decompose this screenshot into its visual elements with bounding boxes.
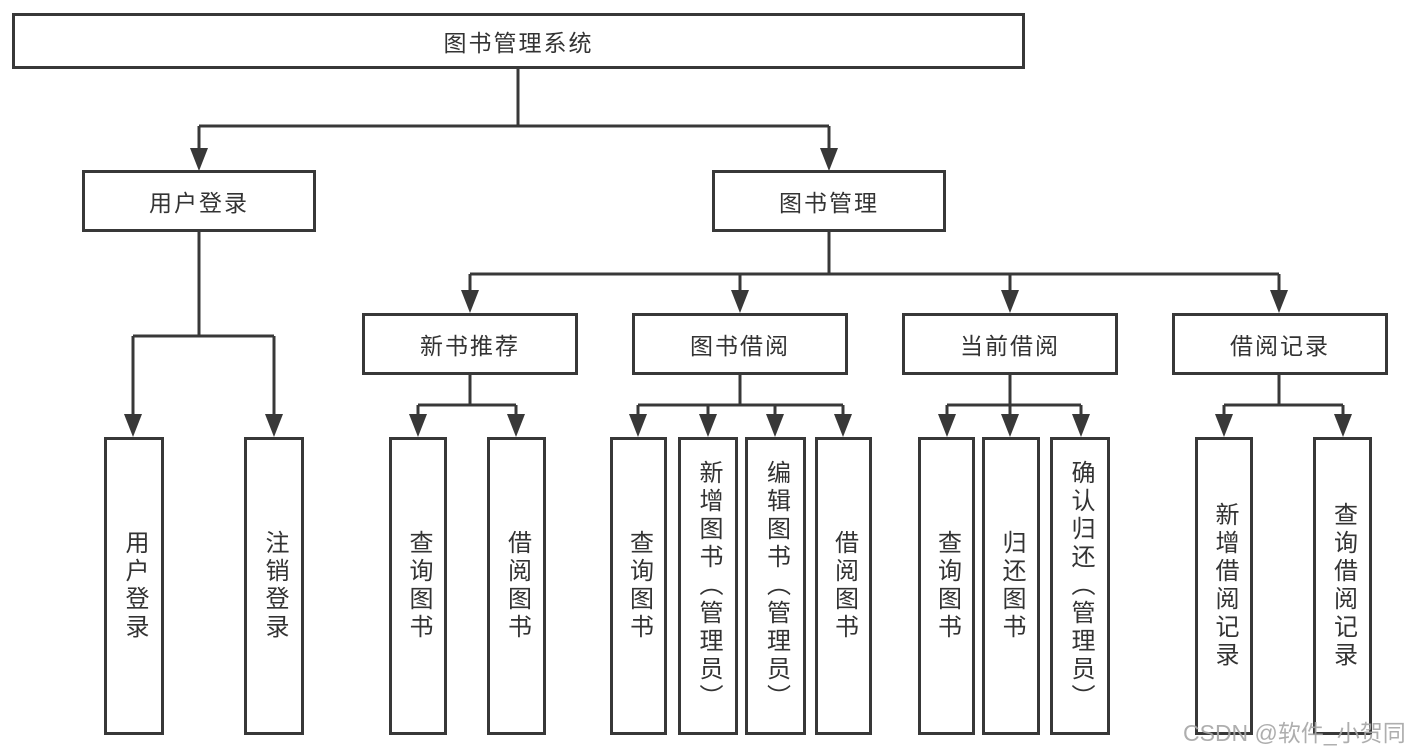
arrowhead-icon [938, 414, 956, 437]
leaf-records-query-record: 查询借阅记录 [1313, 437, 1372, 735]
leaf-records-add-record: 新增借阅记录 [1195, 437, 1253, 735]
node-book-borrow-label: 图书借阅 [690, 333, 790, 359]
node-new-book-recommend: 新书推荐 [362, 313, 578, 375]
leaf-user-login-label: 用户登录 [121, 530, 148, 642]
node-root-label: 图书管理系统 [443, 30, 594, 56]
node-root-system: 图书管理系统 [12, 13, 1025, 69]
arrowhead-icon [834, 414, 852, 437]
arrowhead-icon [1215, 414, 1233, 437]
node-current-borrow: 当前借阅 [902, 313, 1118, 375]
leaf-current-confirm-return-admin: 确认归还（管理员） [1050, 437, 1110, 735]
arrowhead-icon [507, 414, 525, 437]
leaf-current-confirm-return-admin-label: 确认归还（管理员） [1067, 460, 1094, 712]
node-new-book-recommend-label: 新书推荐 [420, 333, 520, 359]
node-borrow-records-label: 借阅记录 [1230, 333, 1330, 359]
node-borrow-records: 借阅记录 [1172, 313, 1388, 375]
csdn-watermark: CSDN @软件_小贺同学 [1183, 720, 1405, 746]
arrowhead-icon [124, 414, 142, 437]
leaf-borrow-query-books: 查询图书 [610, 437, 667, 735]
connector-path [131, 69, 1345, 420]
leaf-current-query-books-label: 查询图书 [933, 530, 961, 642]
arrowhead-icon [731, 290, 749, 313]
arrowhead-icon [1001, 290, 1019, 313]
leaf-borrow-add-books-admin: 新增图书（管理员） [678, 437, 738, 735]
arrowhead-icon [1072, 414, 1090, 437]
leaf-borrow-borrow-books: 借阅图书 [815, 437, 872, 735]
arrowhead-icon [265, 414, 283, 437]
leaf-borrow-edit-books-admin-label: 编辑图书（管理员） [762, 460, 790, 712]
leaf-records-add-record-label: 新增借阅记录 [1211, 502, 1238, 670]
arrowhead-icon [1270, 290, 1288, 313]
leaf-borrow-borrow-books-label: 借阅图书 [830, 530, 858, 642]
leaf-newrec-query-books-label: 查询图书 [405, 530, 432, 642]
arrowhead-icon [1334, 414, 1352, 437]
node-user-login: 用户登录 [82, 170, 316, 232]
arrowhead-icon [629, 414, 647, 437]
arrowhead-icon [1001, 414, 1019, 437]
leaf-newrec-query-books: 查询图书 [389, 437, 447, 735]
leaf-current-return-books-label: 归还图书 [998, 530, 1025, 642]
leaf-newrec-borrow-books: 借阅图书 [487, 437, 546, 735]
arrowhead-icon [820, 148, 838, 171]
leaf-newrec-borrow-books-label: 借阅图书 [503, 530, 531, 642]
leaf-current-query-books: 查询图书 [918, 437, 975, 735]
leaf-records-query-record-label: 查询借阅记录 [1329, 502, 1357, 670]
leaf-logout: 注销登录 [244, 437, 304, 735]
leaf-logout-label: 注销登录 [261, 530, 288, 642]
node-current-borrow-label: 当前借阅 [960, 333, 1060, 359]
node-book-management-label: 图书管理 [779, 190, 879, 216]
arrowhead-icon [461, 290, 479, 313]
leaf-current-return-books: 归还图书 [982, 437, 1040, 735]
node-user-login-label: 用户登录 [149, 190, 249, 216]
leaf-user-login: 用户登录 [104, 437, 164, 735]
leaf-borrow-add-books-admin-label: 新增图书（管理员） [695, 460, 722, 712]
leaf-borrow-query-books-label: 查询图书 [625, 530, 653, 642]
node-book-borrow: 图书借阅 [632, 313, 848, 375]
leaf-borrow-edit-books-admin: 编辑图书（管理员） [745, 437, 806, 735]
arrowhead-icon [190, 148, 208, 171]
arrowhead-icon [409, 414, 427, 437]
arrowhead-icon [699, 414, 717, 437]
arrowhead-icon [766, 414, 784, 437]
node-book-management: 图书管理 [712, 170, 946, 232]
